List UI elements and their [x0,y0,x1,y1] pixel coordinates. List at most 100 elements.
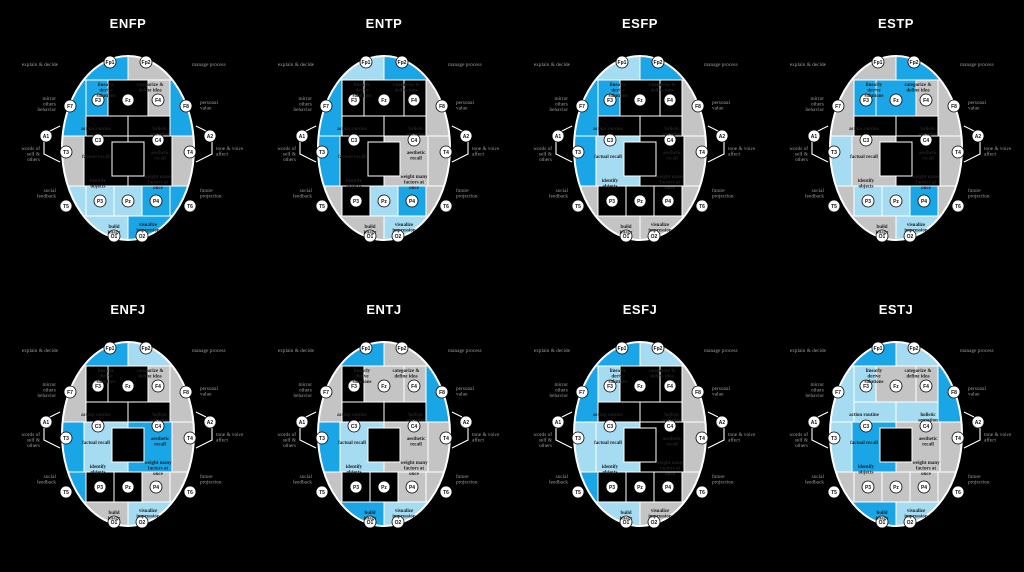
left-ear-bracket [43,125,61,163]
electrode-a2 [459,415,473,429]
electrode-label: F7 [323,390,329,396]
electrode-label: Pz [637,485,643,491]
region-inner-center [111,427,145,463]
manage-label: manage process [960,62,994,68]
electrode-label: A2 [463,134,470,140]
electrode-o1 [619,229,633,243]
electrode-label: F8 [183,390,189,396]
electrode-label: O1 [367,520,374,526]
electrode-p3 [605,194,619,208]
electrode-t4 [183,431,197,445]
electrode-c3 [603,419,617,433]
electrode-a1 [807,415,821,429]
electrode-label: F4 [411,98,417,104]
categorize-label: categorize &define idea [648,369,675,380]
region-inner-f3b [85,115,129,137]
electrode-f7 [831,385,845,399]
electrode-label: O1 [879,520,886,526]
electrode-label: F8 [695,390,701,396]
electrode-label: A2 [975,134,982,140]
electrode-fz [889,379,903,393]
right-ear-bracket [195,125,213,163]
electrode-t5 [571,199,585,213]
electrode-a1 [551,415,565,429]
electrode-f7 [319,99,333,113]
left-ear-bracket [299,411,317,449]
electrode-t6 [439,485,453,499]
electrode-t5 [59,485,73,499]
electrode-label: C4 [411,424,418,430]
electrode-f8 [947,385,961,399]
electrode-f3 [347,379,361,393]
electrode-fp2 [651,55,665,69]
electrode-label: Fz [125,98,131,104]
electrode-label: A1 [811,420,818,426]
electrode-label: A1 [299,134,306,140]
electrode-a2 [203,129,217,143]
electrode-f8 [435,99,449,113]
electrode-label: T4 [187,150,193,156]
electrode-label: Pz [637,199,643,205]
electrode-p4 [149,194,163,208]
electrode-label: P3 [609,485,615,491]
electrode-label: F4 [411,384,417,390]
electrode-fp2 [139,341,153,355]
electrode-label: T4 [443,150,449,156]
electrode-label: T4 [699,436,705,442]
electrode-f3 [603,93,617,107]
region-inner-f3b [853,401,897,423]
diagram-title: ESFP [622,16,658,31]
electrode-label: Fz [381,384,387,390]
electrode-label: Fp2 [142,60,151,66]
electrode-label: T5 [831,204,837,210]
electrode-label: F7 [835,104,841,110]
right-ear-bracket [451,125,469,163]
electrode-label: P4 [409,199,415,205]
electrode-t6 [183,485,197,499]
electrode-label: T6 [443,490,449,496]
electrode-p3 [349,194,363,208]
electrode-label: Pz [125,199,131,205]
electrode-f4 [407,379,421,393]
electrode-fz [633,93,647,107]
region-inner-center [367,427,401,463]
factual-label: factual recall [82,155,110,160]
electrode-label: Fp1 [106,60,115,66]
electrode-fz [633,379,647,393]
electrode-label: F4 [155,98,161,104]
action-label: action routine [849,127,880,132]
region-inner-f3b [597,115,641,137]
electrode-label: F8 [695,104,701,110]
electrode-o2 [391,515,405,529]
electrode-t6 [183,199,197,213]
electrode-fp1 [615,55,629,69]
action-label: action routine [337,413,368,418]
electrode-label: Pz [381,199,387,205]
electrode-label: P3 [609,199,615,205]
electrode-f3 [91,93,105,107]
